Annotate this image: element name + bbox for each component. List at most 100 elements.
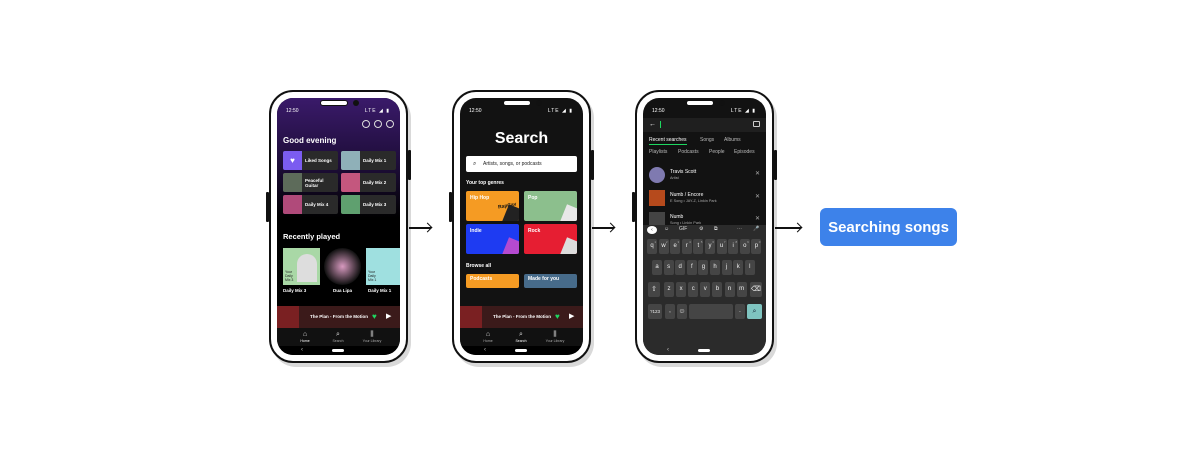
back-icon[interactable]: ‹ [484,347,486,353]
tile-daily-mix-4[interactable]: Daily Mix 4 [283,195,338,214]
tile-daily-mix-2[interactable]: Daily Mix 2 [341,173,396,192]
home-pill[interactable] [515,349,527,352]
genre-label: Pop [528,195,538,201]
recent-card-dua-lipa[interactable] [324,248,361,285]
genre-artwork [560,237,577,254]
key-d[interactable]: d [675,260,686,275]
play-icon[interactable]: ▶ [569,313,575,320]
heart-icon[interactable]: ♥ [372,312,377,321]
nav-search[interactable]: ⌕Search [508,331,534,343]
key-h[interactable]: h [710,260,720,275]
browse-made-for-you[interactable]: Made for you [524,274,577,288]
tile-peaceful-guitar[interactable]: Peaceful Guitar [283,173,338,192]
key-k[interactable]: k [733,260,744,275]
nav-home[interactable]: ⌂Home [292,331,318,343]
back-icon[interactable]: ‹ [667,347,669,353]
nav-library[interactable]: ⫼Your Library [542,331,568,343]
nav-search[interactable]: ⌕Search [325,331,351,343]
play-icon[interactable]: ▶ [386,313,392,320]
search-key-icon[interactable]: ⌕ [747,304,762,319]
result-numb-encore[interactable]: Numb / Encore E Song • JAY-Z, Linkin Par… [649,189,760,207]
settings-gear-icon[interactable]: ⚙ [699,226,704,232]
tile-liked-songs[interactable]: ♥ Liked Songs [283,151,338,170]
key-a[interactable]: a [652,260,662,275]
key-c[interactable]: c [688,282,699,297]
tile-daily-mix-1[interactable]: Daily Mix 1 [341,151,396,170]
key-m[interactable]: m [736,282,747,297]
period-key[interactable]: . [735,304,745,319]
key-l[interactable]: l [744,260,755,275]
keyboard-collapse-icon[interactable]: ‹ [647,226,657,234]
symbols-key[interactable]: ?123 [648,304,662,319]
now-playing-bar[interactable]: The Plan - From the Motion ♥ ▶ [460,306,583,328]
gif-button[interactable]: GIF [679,226,688,232]
search-input[interactable]: ⌕ Artists, songs, or podcasts [466,156,577,172]
search-bar[interactable]: ← [643,118,766,132]
home-pill[interactable] [698,349,710,352]
emoji-key-icon[interactable]: ☺ [677,304,687,319]
clipboard-icon[interactable]: ⧉ [714,226,718,232]
history-icon[interactable] [374,120,382,128]
nav-library[interactable]: ⫼Your Library [359,331,385,343]
tab-albums[interactable]: Albums [724,137,741,143]
back-icon[interactable]: ‹ [301,347,303,353]
close-icon[interactable]: ✕ [754,216,760,222]
tab-playlists[interactable]: Playlists [649,149,668,155]
system-nav: ‹ [277,346,400,355]
settings-gear-icon[interactable] [386,120,394,128]
more-icon[interactable]: ⋯ [737,226,742,232]
key-number-hint: 3 [677,240,680,244]
key-b[interactable]: b [712,282,723,297]
emoji-icon[interactable]: ☺ [664,226,670,232]
key-x[interactable]: x [676,282,687,297]
tile-daily-mix-3[interactable]: Daily Mix 3 [341,195,396,214]
browse-all-heading: Browse all [466,263,492,269]
genre-rock[interactable]: Rock [524,224,577,254]
backspace-key[interactable]: ⌫ [750,282,762,297]
tab-episodes[interactable]: Episodes [734,149,755,155]
tab-people[interactable]: People [709,149,725,155]
tab-recent-searches[interactable]: Recent searches [649,137,687,145]
recent-card-daily-mix-3[interactable]: Your Daily Mix 3 [283,248,320,285]
genre-pop[interactable]: Pop [524,191,577,221]
tab-songs[interactable]: Songs [700,137,715,143]
comma-key[interactable]: , [665,304,675,319]
key-v[interactable]: v [700,282,711,297]
back-arrow-icon[interactable]: ← [649,121,656,128]
result-numb[interactable]: Numb Song • Linkin Park ✕ [649,211,760,229]
speaker-notch [503,100,531,106]
tab-podcasts[interactable]: Podcasts [678,149,699,155]
recent-card-daily-mix-1[interactable]: Your Daily Mix 1 [366,248,400,285]
genre-indie[interactable]: Indie [466,224,519,254]
microphone-icon[interactable]: 🎤 [753,226,760,232]
home-pill[interactable] [332,349,344,352]
now-playing-bar[interactable]: The Plan - From the Motion ♥ ▶ [277,306,400,328]
activity-icon[interactable] [362,120,370,128]
space-key[interactable] [689,304,733,319]
heart-icon[interactable]: ♥ [555,312,560,321]
close-icon[interactable]: ✕ [754,194,760,200]
shift-key[interactable]: ⇧ [648,282,660,297]
key-z[interactable]: z [664,282,674,297]
key-j[interactable]: j [721,260,732,275]
key-g[interactable]: g [698,260,709,275]
close-icon[interactable]: ✕ [754,171,760,177]
key-s[interactable]: s [663,260,674,275]
key-f[interactable]: f [686,260,697,275]
result-travis-scott[interactable]: Travis Scott Artist ✕ [649,166,760,184]
camera-scan-icon[interactable] [753,121,760,127]
browse-podcasts[interactable]: Podcasts [466,274,519,288]
nav-home[interactable]: ⌂Home [475,331,501,343]
genre-hip-hop[interactable]: Hip Hop RapCav [466,191,519,221]
key-n[interactable]: n [724,282,735,297]
